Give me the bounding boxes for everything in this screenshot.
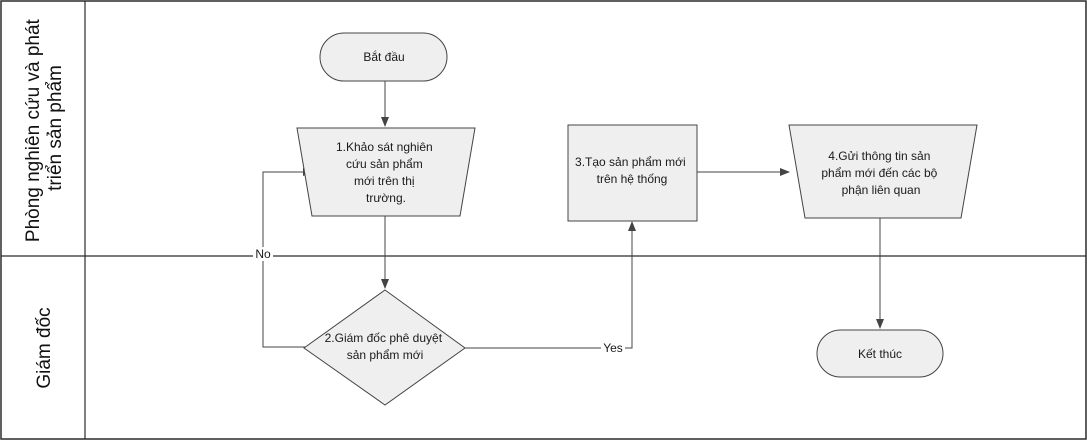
step4-shape <box>788 124 978 219</box>
step2-shape <box>303 289 466 406</box>
lane-label-rnd: Phòng nghiên cứu và phát triển sản phẩm <box>23 14 66 242</box>
step4-label-line1: 4.Gửi thông tin sản <box>828 149 930 163</box>
start-node-shape <box>319 32 448 82</box>
step2-label: 2.Giám đốc phê duyệt sản phẩm mới <box>325 331 446 362</box>
step1-label-line2: cứu sản phẩm <box>346 157 423 171</box>
lane-label-director: Giám đốc <box>34 307 55 388</box>
lane-label-rnd-line1: Phòng nghiên cứu và phát <box>23 18 44 242</box>
step3-label-line1: 3.Tạo sản phẩm mới <box>575 155 686 169</box>
step4-node: 4.Gửi thông tin sản phẩm mới đến các bộ … <box>788 124 978 219</box>
step1-label-line4: trường. <box>366 191 406 205</box>
start-node: Bắt đầu <box>319 32 448 82</box>
yes-label: Yes <box>603 341 623 355</box>
lane-label-rnd-line2: triển sản phẩm <box>45 65 66 191</box>
edge-step2-yes-to-step3 <box>465 221 636 349</box>
end-node-label: Kết thúc <box>858 347 902 361</box>
no-label-bg <box>253 247 273 261</box>
step1-label: 1.Khảo sát nghiên cứu sản phẩm mới trên … <box>336 140 436 205</box>
step4-label-line2: phẩm mới đến các bộ <box>821 166 937 180</box>
step1-label-line3: mới trên thị <box>354 174 415 188</box>
lane-label-director-line1: Giám đốc <box>34 307 55 388</box>
step3-node: 3.Tạo sản phẩm mới trên hệ thống <box>567 124 698 222</box>
end-node: Kết thúc <box>816 329 944 378</box>
step2-label-line1: 2.Giám đốc phê duyệt <box>325 331 443 345</box>
no-label: No <box>255 247 271 261</box>
end-node-shape <box>816 329 944 378</box>
yes-label-bg <box>601 341 625 355</box>
step4-label: 4.Gửi thông tin sản phẩm mới đến các bộ … <box>821 149 940 197</box>
step3-label: 3.Tạo sản phẩm mới trên hệ thống <box>575 155 689 186</box>
step2-node: 2.Giám đốc phê duyệt sản phẩm mới <box>303 289 466 406</box>
edge-labels: No Yes <box>253 247 625 355</box>
step1-shape <box>296 127 476 217</box>
connectors <box>262 81 884 349</box>
step2-label-line2: sản phẩm mới <box>347 348 424 362</box>
step4-label-line3: phận liên quan <box>842 183 921 197</box>
step3-label-line2: trên hệ thống <box>597 172 668 186</box>
step3-shape <box>567 124 698 222</box>
step1-node: 1.Khảo sát nghiên cứu sản phẩm mới trên … <box>296 127 476 217</box>
start-node-label: Bắt đầu <box>363 49 404 64</box>
step1-label-line1: 1.Khảo sát nghiên <box>336 140 433 154</box>
